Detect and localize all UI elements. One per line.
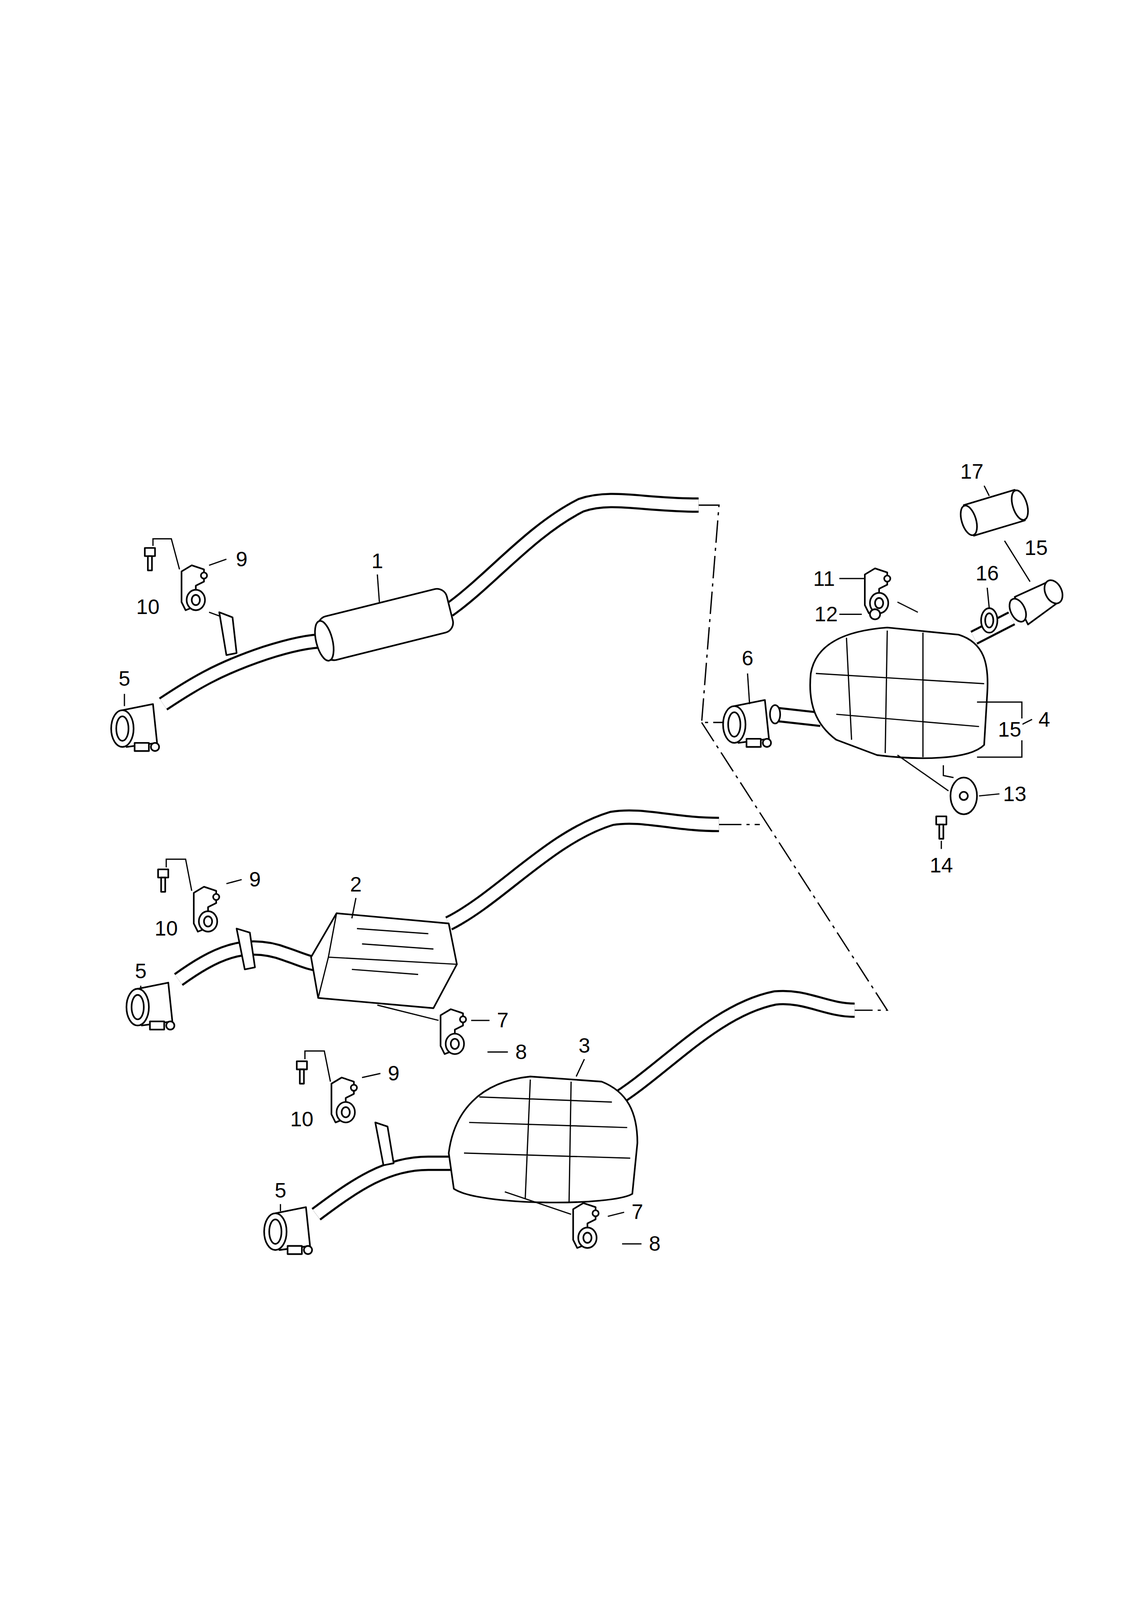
callout-number: 2 xyxy=(348,873,364,895)
callout-number: 6 xyxy=(740,646,756,669)
callout-number: 3 xyxy=(577,1034,592,1057)
callout-number: 8 xyxy=(647,1232,662,1255)
callout-number: 7 xyxy=(495,1008,511,1031)
callout-number: 10 xyxy=(153,917,180,939)
callout-number: 5 xyxy=(273,1179,288,1201)
callout-number: 10 xyxy=(288,1107,315,1130)
callout-number: 10 xyxy=(134,595,161,618)
callout-number: 1 xyxy=(370,549,385,572)
callout-number: 11 xyxy=(811,567,837,590)
callout-number: 14 xyxy=(928,854,955,876)
callout-number: 16 xyxy=(974,562,1001,584)
callout-number: 13 xyxy=(1001,782,1028,805)
callout-number: 9 xyxy=(247,868,263,890)
callout-number: 15 xyxy=(996,718,1023,741)
callout-number: 9 xyxy=(386,1061,401,1084)
callout-number: 7 xyxy=(630,1200,645,1223)
callout-number: 4 xyxy=(1037,708,1052,731)
callout-number: 5 xyxy=(117,667,132,690)
callout-number: 8 xyxy=(513,1040,529,1063)
callout-number: 12 xyxy=(813,602,840,625)
callout-number: 17 xyxy=(958,460,985,483)
callout-number: 9 xyxy=(234,548,250,570)
callout-number: 5 xyxy=(133,959,149,982)
callout-number: 15 xyxy=(1023,536,1050,559)
